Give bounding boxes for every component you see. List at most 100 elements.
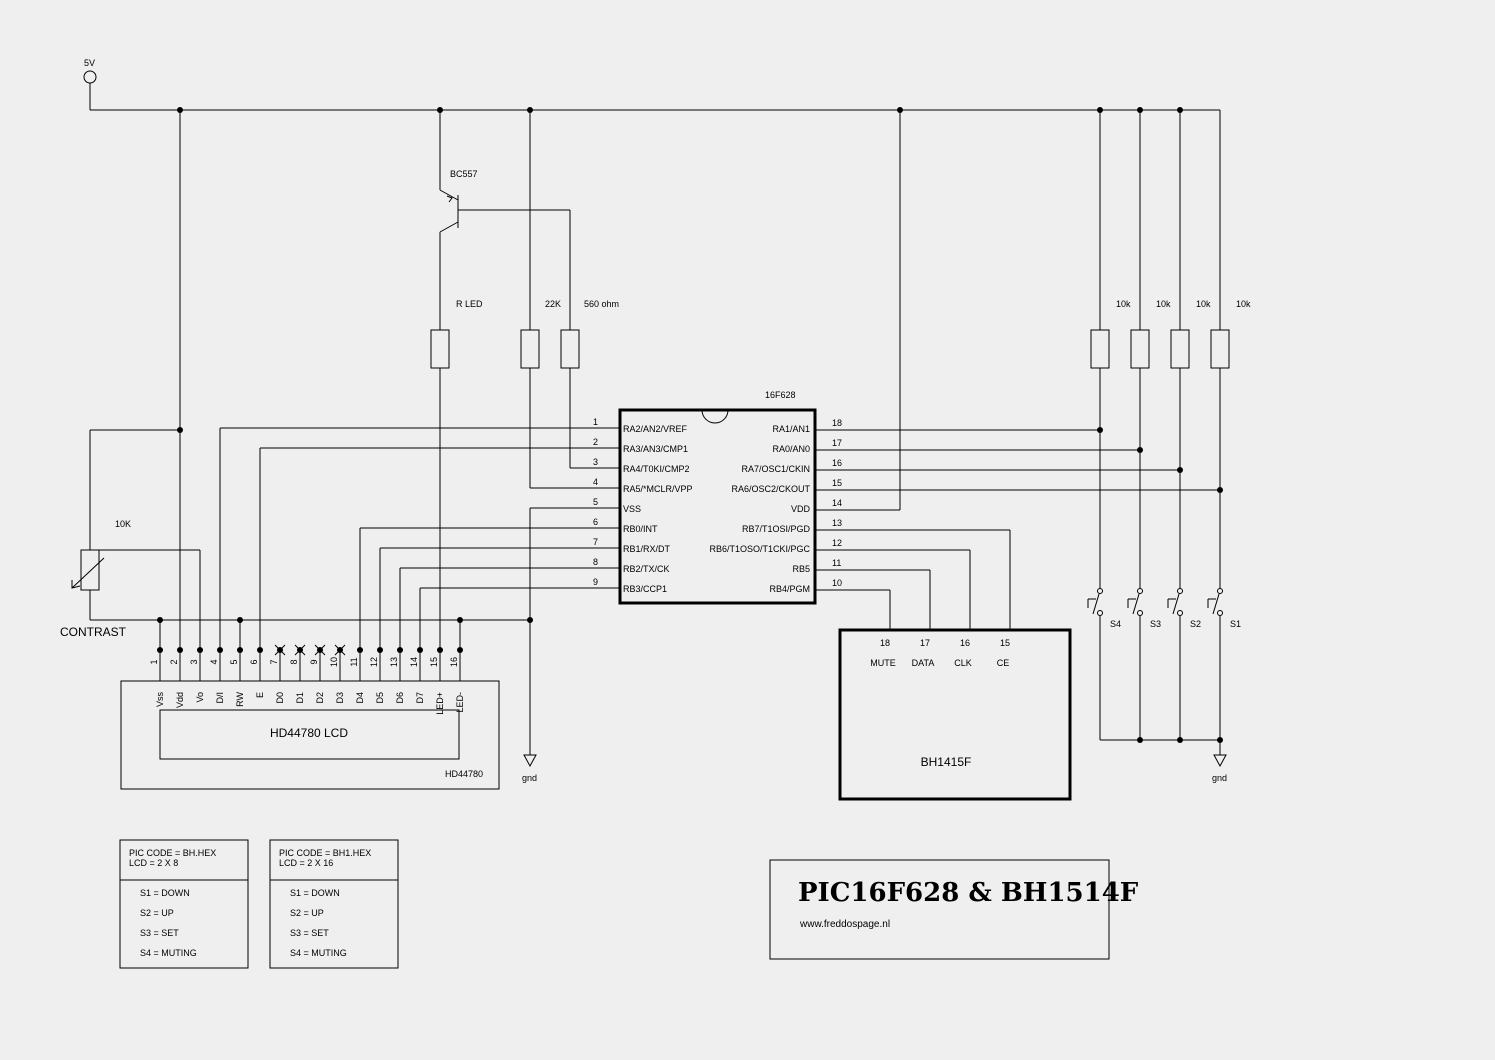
pic-pin-name: RB2/TX/CK <box>623 564 670 574</box>
lcd-pin-dot <box>397 647 403 653</box>
lcd-module: HD44780 LCD HD44780 1Vss2Vdd3Vo4D/I5RW6E… <box>120 644 500 790</box>
lcd-pin-number: 13 <box>389 657 399 667</box>
title-text: PIC16F628 & BH1514F <box>798 878 1139 908</box>
pic-pin-name: RB0/INT <box>623 524 658 534</box>
lcd-pin-number: 15 <box>429 657 439 667</box>
info1-row: S1 = DOWN <box>140 888 190 898</box>
lcd-pin-name: E <box>255 692 265 698</box>
pic-pin-number: 11 <box>832 558 841 568</box>
lcd-part-label: HD44780 <box>445 769 483 779</box>
supply-rail: 5V <box>83 58 1220 111</box>
lcd-pin-number: 11 <box>349 657 359 666</box>
r-22k-label: 22K <box>545 299 561 309</box>
switch-contact <box>1137 588 1143 594</box>
info2-row: S4 = MUTING <box>290 948 347 958</box>
gnd-label-left: gnd <box>522 773 537 783</box>
lcd-pin-number: 8 <box>289 659 299 664</box>
switch-lever <box>1132 593 1140 615</box>
pic-pin-name: RA4/T0KI/CMP2 <box>623 464 690 474</box>
lcd-pin-nc-mark <box>274 644 286 656</box>
pic-pin-name: VDD <box>791 504 811 514</box>
pic-pin-name: RB1/RX/DT <box>623 544 671 554</box>
transistor-bc557: BC557 <box>439 110 571 330</box>
r-560-label: 560 ohm <box>584 299 619 309</box>
pic-pin-name: RB4/PGM <box>769 584 810 594</box>
supply-label: 5V <box>84 58 95 68</box>
lcd-pin-name: Vdd <box>175 692 185 708</box>
pic-right-wiring <box>815 110 1223 630</box>
switch-lever <box>1092 593 1100 615</box>
resistor-r-led: R LED <box>430 299 483 680</box>
lcd-pin-name: LED- <box>455 692 465 713</box>
info1-line1: PIC CODE = BH.HEX <box>129 848 216 858</box>
pic-pin-name: RA2/AN2/VREF <box>623 424 688 434</box>
lcd-pin-number: 1 <box>149 659 159 664</box>
lcd-pin-name: D5 <box>375 692 385 704</box>
pic-pin-number: 3 <box>593 457 598 467</box>
pic-pin-number: 6 <box>593 517 598 527</box>
info2-line2: LCD = 2 X 16 <box>279 858 333 868</box>
bh-pin-name: CLK <box>954 658 972 668</box>
info1-line2: LCD = 2 X 8 <box>129 858 178 868</box>
bh-pin-number: 18 <box>880 638 890 648</box>
lcd-pin-dot <box>457 647 463 653</box>
lcd-pin-nc-mark <box>334 644 346 656</box>
pic-pin-name: RA6/OSC2/CKOUT <box>731 484 810 494</box>
switch-label: S3 <box>1150 619 1161 629</box>
lcd-pin-number: 6 <box>249 659 259 664</box>
pic-lcd-wiring <box>219 427 620 755</box>
info2-row: S3 = SET <box>290 928 329 938</box>
pic-pin-number: 4 <box>593 477 598 487</box>
pic-pin-number: 1 <box>593 417 598 427</box>
info2-row: S2 = UP <box>290 908 324 918</box>
lcd-pin-dot <box>377 647 383 653</box>
lcd-pin-nc-mark <box>294 644 306 656</box>
switch-contact <box>1177 588 1183 594</box>
lcd-pin-nc-mark <box>314 644 326 656</box>
lcd-pin-number: 4 <box>209 659 219 664</box>
bh-pin-number: 17 <box>920 638 930 648</box>
lcd-pin-number: 7 <box>269 659 279 664</box>
pullup-resistor <box>1210 329 1230 369</box>
switch-contact <box>1177 610 1183 616</box>
lcd-pin-dot <box>357 647 363 653</box>
pic-pin-name: RA0/AN0 <box>772 444 810 454</box>
pullup-resistor <box>1130 329 1150 369</box>
lcd-pin-name: D4 <box>355 692 365 704</box>
pic-pin-name: VSS <box>623 504 641 514</box>
pic-pin-number: 7 <box>593 537 598 547</box>
pic-pin-name: RB6/T1OSO/T1CKI/PGC <box>709 544 810 554</box>
pullup-resistor <box>1170 329 1190 369</box>
pic-pin-number: 9 <box>593 577 598 587</box>
pic16f628-chip: 16F628 1RA2/AN2/VREF2RA3/AN3/CMP13RA4/T0… <box>590 390 842 605</box>
pic-pin-name: RB5 <box>792 564 810 574</box>
pic-pin-name: RA5/*MCLR/VPP <box>623 484 693 494</box>
pic-pin-number: 14 <box>832 498 842 508</box>
lcd-pin-name: Vss <box>155 692 165 708</box>
pot-value: 10K <box>115 519 131 529</box>
lcd-pin-dot <box>437 647 443 653</box>
pot-label: CONTRAST <box>60 625 127 639</box>
pic-pin-number: 12 <box>832 538 842 548</box>
resistor-22k: 22K <box>520 110 620 489</box>
pic-pin-number: 13 <box>832 518 842 528</box>
switch-contact <box>1217 610 1223 616</box>
pullup-label: 10k <box>1196 299 1211 309</box>
r-led-label: R LED <box>456 299 483 309</box>
lcd-pin-number: 9 <box>309 659 319 664</box>
contrast-pot: 10K CONTRAST <box>60 110 201 650</box>
lcd-pin-name: D/I <box>215 692 225 704</box>
lcd-pin-name: Vo <box>195 692 205 703</box>
pic-pin-number: 8 <box>593 557 598 567</box>
switch-lever <box>1172 593 1180 615</box>
bh-name: BH1415F <box>921 755 972 769</box>
pullup-label: 10k <box>1116 299 1131 309</box>
pic-pin-name: RA3/AN3/CMP1 <box>623 444 688 454</box>
info2-line1: PIC CODE = BH1.HEX <box>279 848 371 858</box>
pic-pin-name: RA7/OSC1/CKIN <box>741 464 810 474</box>
bh-pin-number: 15 <box>1000 638 1010 648</box>
pic-pin-number: 18 <box>832 418 842 428</box>
